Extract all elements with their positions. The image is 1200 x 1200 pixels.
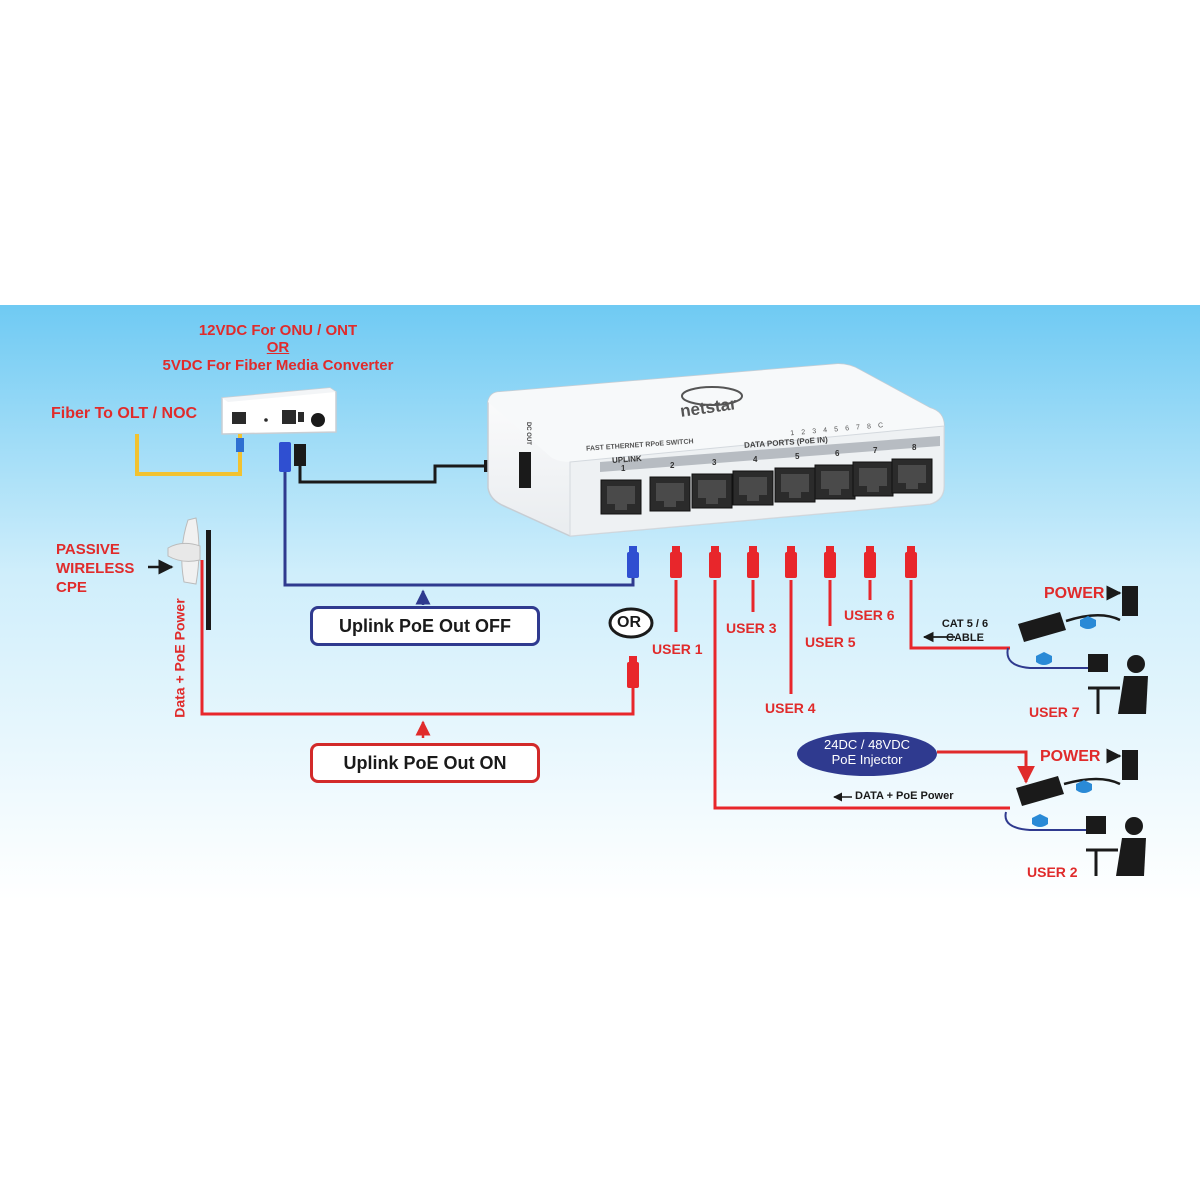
- uplink-off-plug: [627, 546, 639, 578]
- fiber-cable: [135, 434, 242, 476]
- rj45-port-7: [852, 461, 894, 497]
- user-7-label: USER 7: [1029, 704, 1080, 720]
- user-3-cable-plug: [747, 546, 759, 578]
- port-number-8: 8: [912, 443, 917, 452]
- led-label-6: 6: [844, 425, 850, 433]
- poe-injector-line2: PoE Injector: [831, 751, 903, 767]
- dc-jack-icon: [311, 413, 325, 427]
- wireless-cpe: [167, 517, 211, 630]
- user-7-cable: [909, 580, 1010, 650]
- uplink-on-box: Uplink PoE Out ON: [310, 743, 540, 783]
- user-icon: [1125, 817, 1143, 835]
- power-source-or: OR: [266, 339, 290, 357]
- data-poe-power-label: DATA + PoE Power: [855, 790, 954, 802]
- cpe-label-line2: WIRELESS: [56, 560, 135, 577]
- shield-icon: [1076, 780, 1092, 793]
- port-number-6: 6: [835, 449, 840, 458]
- user-5-label: USER 5: [805, 634, 856, 650]
- port-number-4: 4: [753, 455, 758, 464]
- rj45-port-4: [732, 470, 774, 506]
- power-source-line1: 12VDC For ONU / ONT: [198, 322, 358, 339]
- shield-icon: [1080, 616, 1096, 629]
- user-7-cable-plug: [905, 546, 917, 578]
- rj45-port-3: [691, 473, 733, 509]
- uplink-on-cable: [200, 560, 635, 716]
- poe-injector-badge: [797, 732, 937, 776]
- fiber-port-icon: [232, 412, 246, 424]
- led-label-1: 1: [790, 429, 795, 438]
- led-label-3: 3: [812, 428, 817, 436]
- poe-injector-label: 24DC / 48VDC PoE Injector: [797, 737, 937, 768]
- wall-outlet-icon: [1122, 750, 1138, 780]
- user-4-label: USER 4: [765, 700, 816, 716]
- uplink-off-cable: [283, 470, 635, 587]
- computer-icon: [1088, 654, 1108, 672]
- user7-injector-setup: [1006, 586, 1148, 714]
- power-source-label: 12VDC For ONU / ONT OR 5VDC For Fiber Me…: [150, 322, 406, 374]
- computer-icon: [1086, 816, 1106, 834]
- wall-outlet-icon: [1122, 586, 1138, 616]
- power-label-user7: POWER: [1044, 585, 1105, 602]
- rj45-port-6: [814, 464, 856, 500]
- led-label-8: 8: [866, 423, 872, 431]
- user-6-label: USER 6: [844, 607, 895, 623]
- rj45-port-2: [649, 476, 691, 512]
- cat-cable-line1: CAT 5 / 6: [941, 618, 989, 630]
- cpe-label-line3: CPE: [56, 579, 87, 596]
- shield-icon: [1032, 814, 1048, 827]
- led-label-7: 7: [855, 424, 861, 432]
- cpe-label-line1: PASSIVE: [56, 541, 120, 558]
- led-label-C: C: [877, 422, 884, 430]
- poe-switch: [487, 363, 945, 537]
- fiber-label: Fiber To OLT / NOC: [51, 405, 198, 422]
- shield-icon: [1036, 652, 1052, 665]
- user-6-cable-plug: [864, 546, 876, 578]
- uplink-on-plug: [627, 656, 639, 688]
- dc-power-cable: [298, 462, 490, 484]
- user-2-label: USER 2: [1027, 864, 1078, 880]
- cat-cable-label: CAT 5 / 6 CABLE: [930, 617, 1000, 645]
- ethernet-port-icon: [282, 410, 296, 424]
- user-3-label: USER 3: [726, 620, 777, 636]
- port-number-5: 5: [795, 452, 800, 461]
- onu-device: [221, 387, 337, 435]
- dc-out-label: DC OUT: [524, 421, 531, 445]
- uplink-off-box: Uplink PoE Out OFF: [310, 606, 540, 646]
- led-label-4: 4: [822, 427, 828, 435]
- switch-ports: [600, 458, 933, 515]
- port-number-3: 3: [712, 458, 717, 467]
- or-badge: OR: [617, 614, 641, 631]
- rj45-port-8: [891, 458, 933, 494]
- user2-injector-setup: [1004, 750, 1146, 876]
- cat-cable-line2: CABLE: [946, 632, 984, 644]
- port-number-2: 2: [670, 461, 675, 470]
- port-number-1: 1: [621, 464, 626, 473]
- led-label-5: 5: [833, 426, 839, 434]
- user-1-label: USER 1: [652, 641, 703, 657]
- power-label-user2: POWER: [1040, 748, 1101, 765]
- data-poe-power-vertical-label: Data + PoE Power: [171, 598, 188, 718]
- user-4-cable-plug: [785, 546, 797, 578]
- user-icon: [1127, 655, 1145, 673]
- rj45-port-5: [774, 467, 816, 503]
- port-number-7: 7: [873, 446, 878, 455]
- user-2-cable: [713, 580, 1010, 810]
- rj45-port-1: [600, 479, 642, 515]
- user-1-cable-plug: [670, 546, 682, 578]
- cpe-label: PASSIVE WIRELESS CPE: [56, 540, 134, 597]
- user-2-cable-plug: [709, 546, 721, 578]
- power-source-line3: 5VDC For Fiber Media Converter: [162, 356, 394, 374]
- or-badge-ring: [608, 607, 654, 639]
- user-cables: [627, 546, 1010, 810]
- poe-injector-line1: 24DC / 48VDC: [824, 737, 910, 752]
- led-label-2: 2: [801, 429, 806, 437]
- user-5-cable-plug: [824, 546, 836, 578]
